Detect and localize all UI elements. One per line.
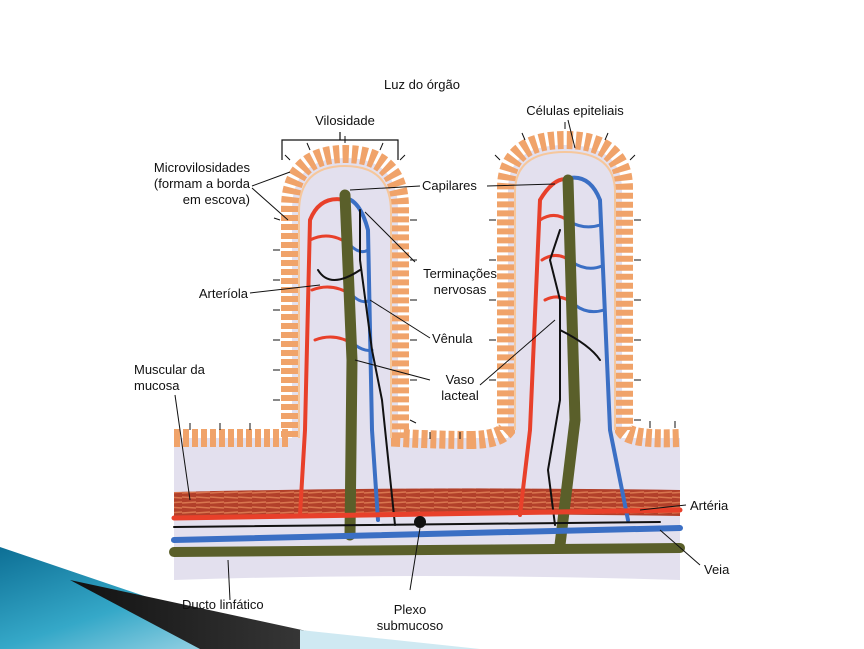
label-submucosal-plexus-2: submucoso — [376, 618, 444, 633]
label-lacteal-2: lacteal — [441, 388, 479, 403]
slide-corner-decoration — [0, 547, 480, 649]
label-lumen: Luz do órgão — [384, 77, 460, 92]
villus-bracket — [281, 132, 399, 160]
label-arteriole: Arteríola — [198, 286, 248, 301]
label-muscularis-1: Muscular da — [134, 362, 205, 377]
label-lymphatic-duct: Ducto linfático — [182, 597, 264, 612]
base-vessels — [169, 507, 685, 557]
label-villus: Vilosidade — [315, 113, 375, 128]
label-vein: Veia — [704, 562, 730, 577]
label-microvilli-2: (formam a borda — [153, 176, 250, 191]
label-epithelial-cells: Células epiteliais — [526, 103, 624, 118]
label-microvilli-3: em escova) — [182, 192, 250, 207]
label-capillaries: Capilares — [422, 178, 477, 193]
label-lacteal-1: Vaso — [445, 372, 475, 387]
vessels-right — [518, 174, 630, 551]
label-venule: Vênula — [432, 331, 473, 346]
label-muscularis-2: mucosa — [134, 378, 180, 393]
label-artery: Artéria — [690, 498, 729, 513]
leader-lines — [174, 119, 701, 601]
label-microvilli-1: Microvilosidades — [153, 160, 250, 175]
label-nerve-endings-1: Terminações — [423, 266, 497, 281]
vessels-left — [298, 189, 396, 541]
villus-right — [469, 130, 681, 449]
microvilli — [189, 122, 676, 439]
label-nerve-endings-2: nervosas — [433, 282, 487, 297]
label-submucosal-plexus-1: Plexo — [393, 602, 427, 617]
